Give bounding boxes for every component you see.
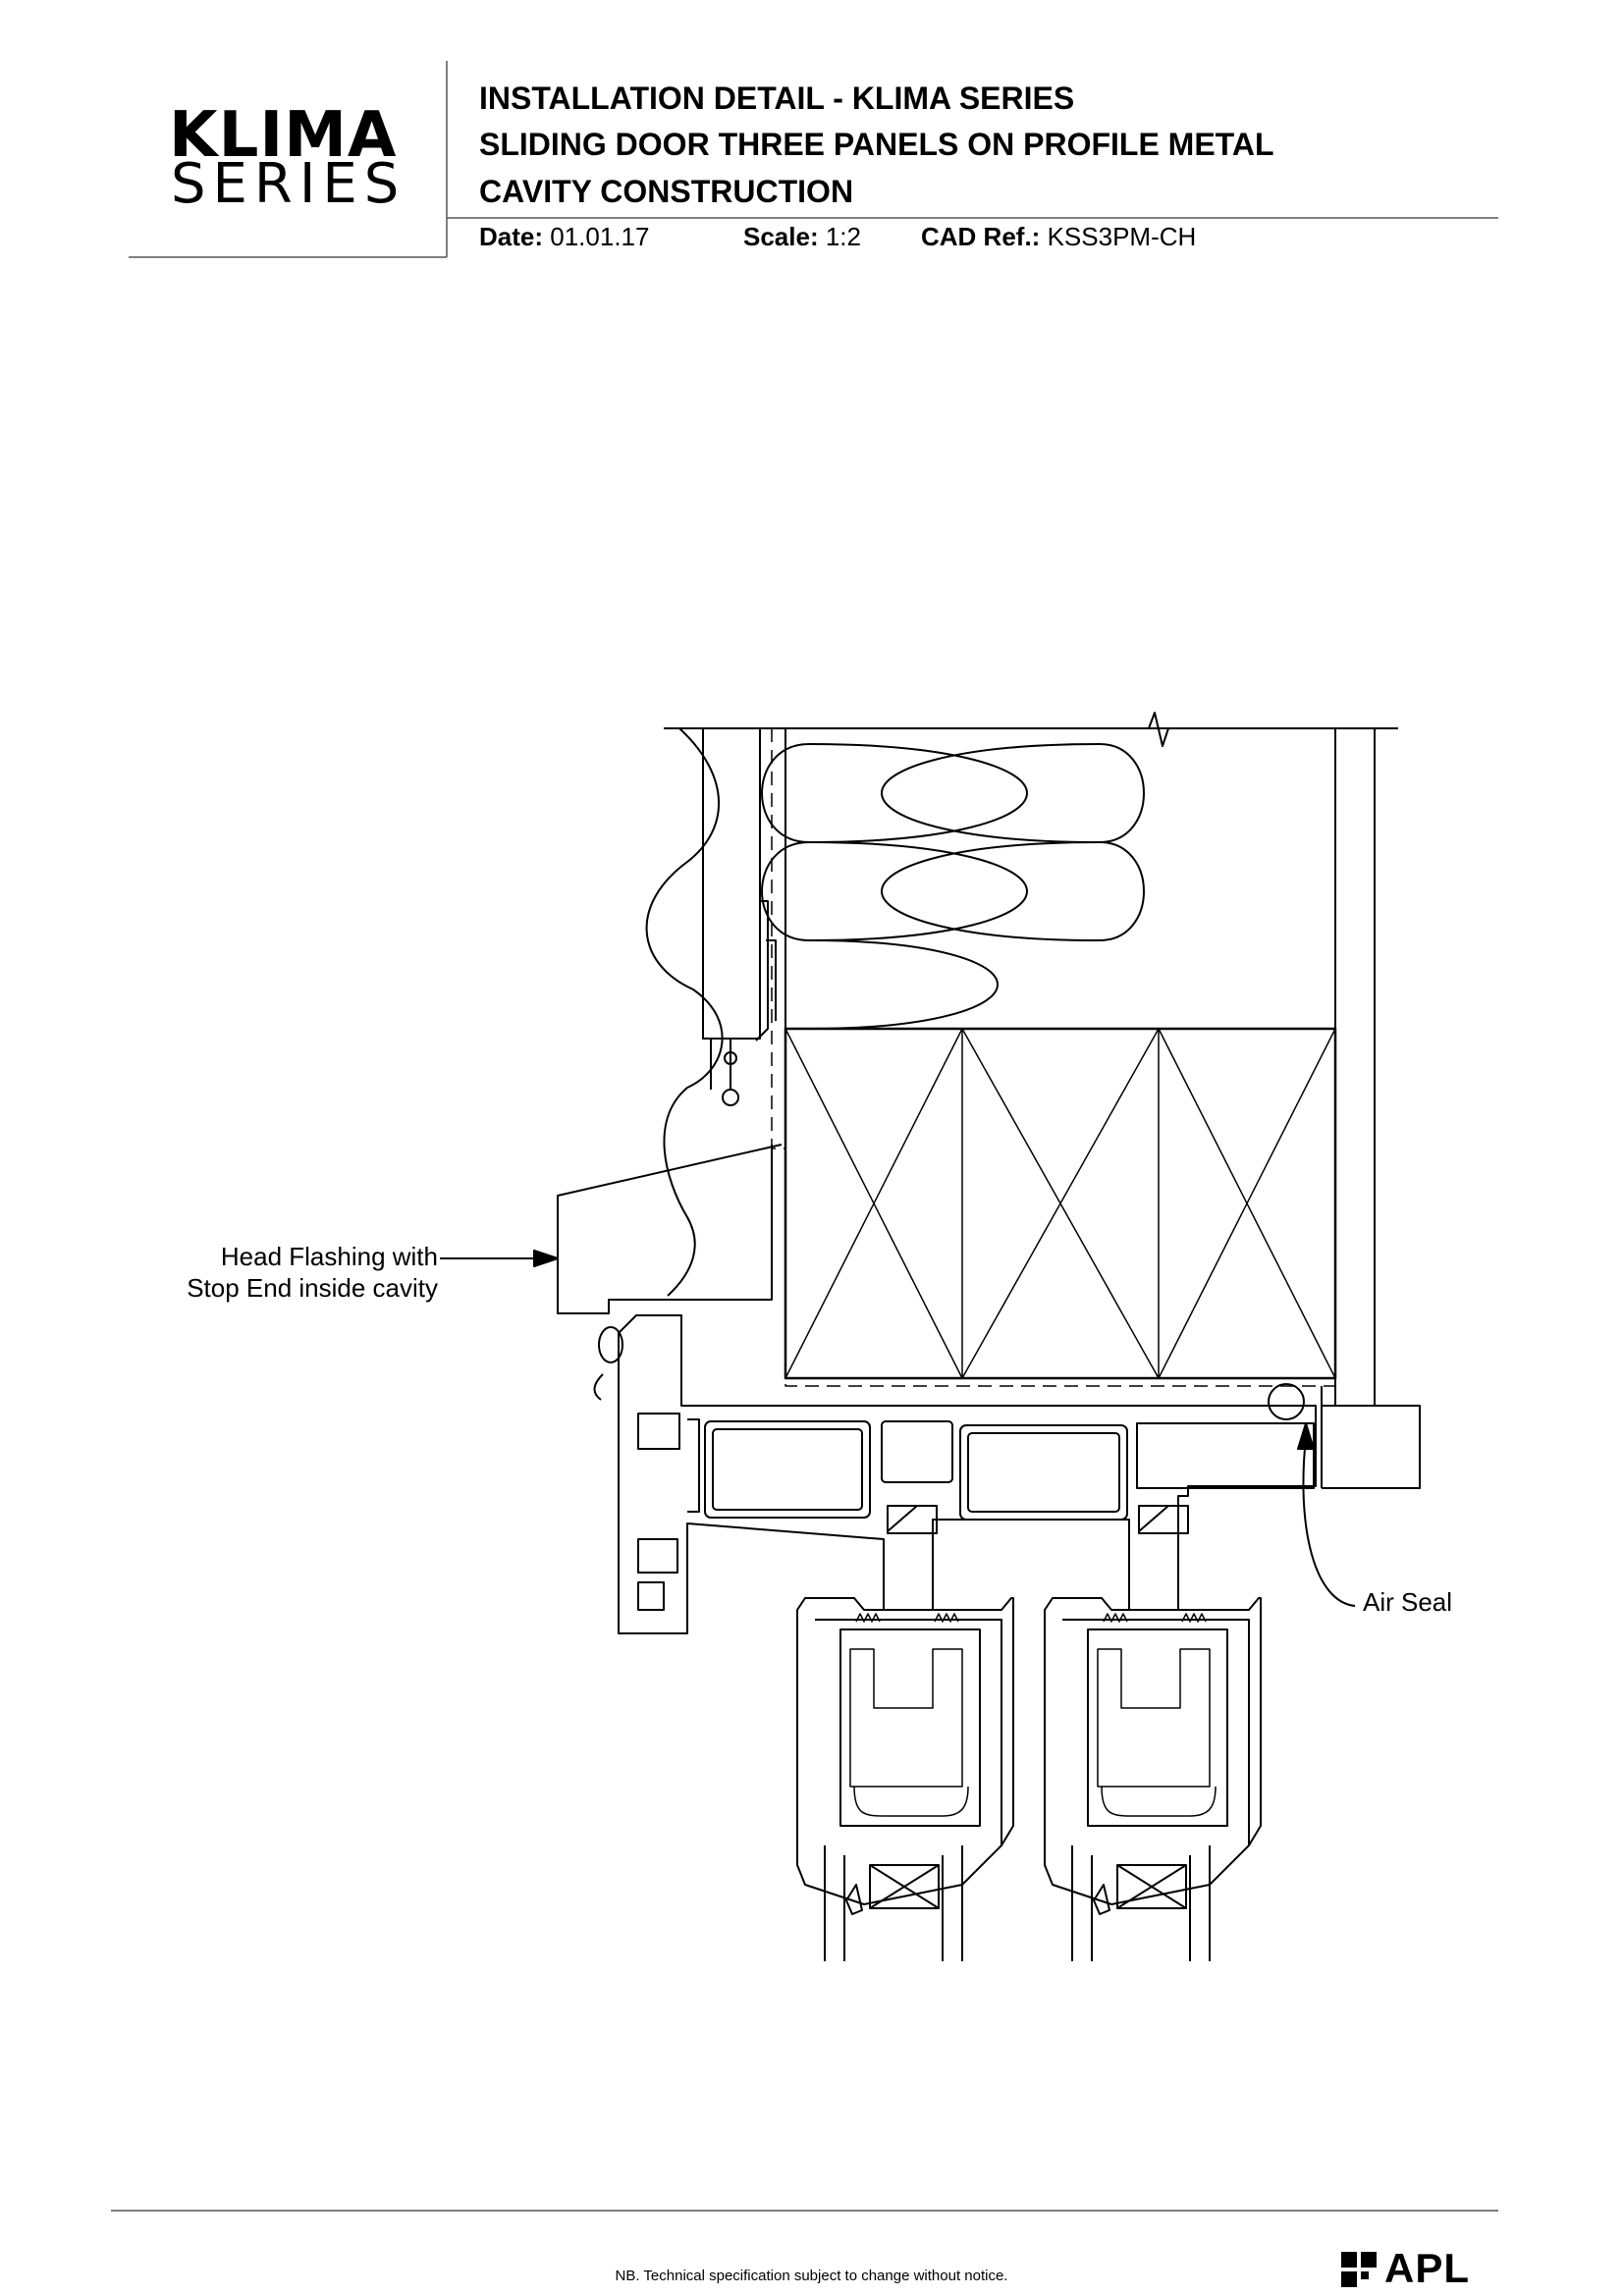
callout-air-seal: Air Seal (1363, 1587, 1453, 1617)
title-line-1: INSTALLATION DETAIL - KLIMA SERIES (479, 80, 1075, 116)
brush-seals (855, 1613, 1207, 1623)
sealant-bead-tail (593, 1373, 604, 1401)
air-seal (1268, 1383, 1305, 1420)
sliding-panel-right (1044, 1597, 1262, 1961)
date-field: Date: 01.01.17 (479, 222, 649, 251)
air-seal-arrow (1297, 1422, 1315, 1450)
insulation (761, 727, 1336, 1030)
cad-ref-field: CAD Ref.: KSS3PM-CH (921, 222, 1196, 251)
callout-head-flashing-line-2: Stop End inside cavity (187, 1273, 438, 1303)
thermal-break-cavities (704, 1420, 1315, 1534)
cavity-batten (702, 727, 777, 1106)
head-flashing-arrow (533, 1250, 559, 1267)
scale-field: Scale: 1:2 (743, 222, 861, 251)
footer-note: NB. Technical specification subject to c… (615, 2268, 1008, 2284)
building-wrap (771, 728, 1335, 1387)
logo-klima: KLIMA (169, 99, 398, 172)
apl-logo-mark (1341, 2252, 1377, 2287)
sealant-bead (598, 1326, 623, 1363)
callout-head-flashing: Head Flashing with Stop End inside cavit… (137, 1241, 438, 1304)
cad-ref-value: KSS3PM-CH (1047, 222, 1197, 251)
apl-logo-text: APL (1384, 2245, 1470, 2291)
title-block-rules (111, 61, 1498, 2212)
logo-series: SERIES (171, 152, 406, 216)
brick-veneer-cut (645, 727, 724, 1297)
callout-head-flashing-line-1: Head Flashing with (220, 1242, 438, 1271)
head-flashing (557, 1144, 783, 1314)
interior-lining (1321, 727, 1421, 1489)
scale-label: Scale: (743, 222, 819, 251)
timber-lintel (784, 1027, 1337, 1380)
scale-value: 1:2 (825, 222, 861, 251)
cad-ref-label: CAD Ref.: (921, 222, 1041, 251)
title-line-2: SLIDING DOOR THREE PANELS ON PROFILE MET… (479, 127, 1274, 162)
title-line-3: CAVITY CONSTRUCTION (479, 174, 854, 209)
date-value: 01.01.17 (550, 222, 650, 251)
date-label: Date: (479, 222, 544, 251)
sliding-panel-left (796, 1597, 1014, 1961)
air-seal-leader (1302, 1436, 1356, 1607)
